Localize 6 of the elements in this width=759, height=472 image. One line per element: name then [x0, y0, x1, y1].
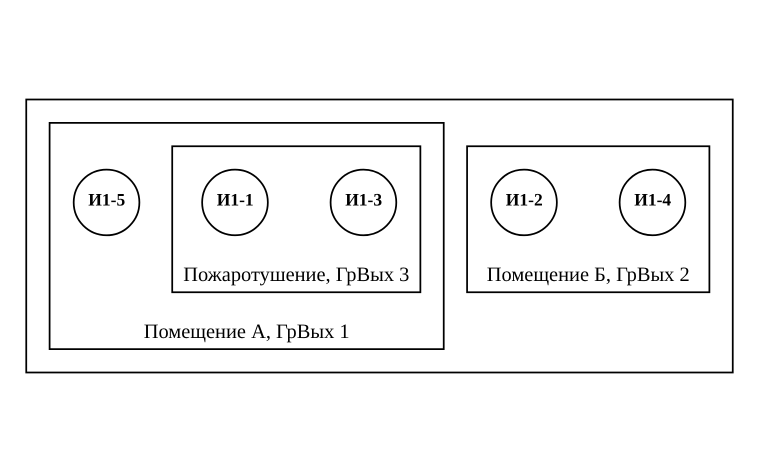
- node-circle: И1-1: [201, 168, 269, 236]
- cluster: [25, 98, 734, 374]
- node-circle: И1-4: [618, 168, 686, 236]
- node-circle: И1-5: [72, 168, 140, 236]
- node-circle: И1-3: [330, 168, 398, 236]
- node-circle: И1-2: [490, 168, 558, 236]
